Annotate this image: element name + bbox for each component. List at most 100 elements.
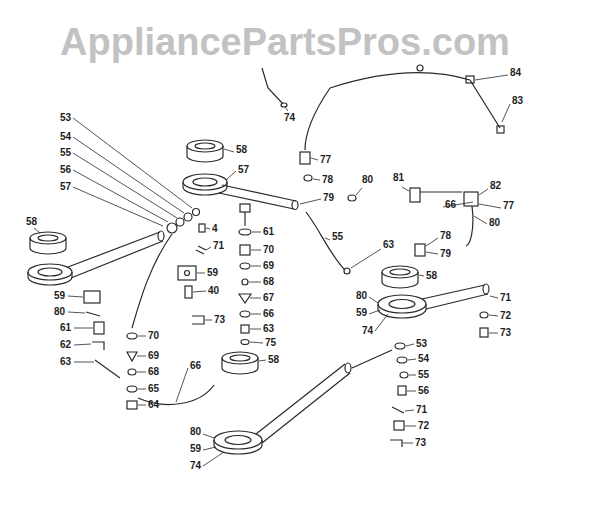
drawn-part bbox=[184, 213, 192, 221]
callout-number: 73 bbox=[214, 314, 225, 326]
callout-number: 53 bbox=[416, 338, 427, 350]
drawn-part bbox=[395, 343, 405, 349]
callout-number: 84 bbox=[510, 67, 521, 79]
callout-number: 82 bbox=[490, 180, 501, 192]
drawn-part bbox=[262, 68, 283, 104]
callout-number: 54 bbox=[418, 353, 429, 365]
callout-number: 55 bbox=[332, 231, 343, 243]
drawn-part bbox=[222, 352, 258, 364]
leader-line bbox=[325, 238, 381, 268]
callout-number: 66 bbox=[190, 360, 201, 372]
callout-number: 70 bbox=[263, 244, 274, 256]
drawn-part bbox=[219, 185, 296, 209]
callout-number: 59 bbox=[54, 290, 65, 302]
callout-number: 68 bbox=[263, 276, 274, 288]
drawn-part bbox=[128, 369, 136, 375]
callout-number: 74 bbox=[190, 460, 201, 472]
callout-number: 78 bbox=[440, 230, 451, 242]
callout-number: 77 bbox=[503, 200, 514, 212]
leader-line bbox=[259, 360, 266, 361]
callout-number: 83 bbox=[512, 95, 523, 107]
drawn-part bbox=[392, 407, 404, 413]
watermark: AppliancePartsPros.com bbox=[60, 20, 510, 64]
callout-number: 57 bbox=[60, 181, 71, 193]
drawn-part bbox=[28, 272, 72, 285]
drawn-part bbox=[38, 268, 62, 276]
callout-number: 68 bbox=[148, 366, 159, 378]
drawn-part bbox=[28, 264, 72, 280]
drawn-part bbox=[95, 360, 120, 378]
leader-line bbox=[489, 296, 498, 333]
callout-number: 73 bbox=[415, 437, 426, 449]
drawn-part bbox=[378, 295, 426, 313]
drawn-part bbox=[352, 350, 392, 368]
drawn-part bbox=[196, 246, 206, 254]
drawn-part bbox=[483, 284, 489, 294]
leader-line bbox=[203, 434, 224, 466]
small-parts bbox=[84, 152, 488, 447]
drawn-part bbox=[92, 342, 104, 350]
callout-number: 79 bbox=[323, 192, 334, 204]
drawn-part bbox=[410, 188, 420, 202]
callout-number: 81 bbox=[393, 172, 404, 184]
drawn-part bbox=[389, 300, 415, 309]
drawn-part bbox=[397, 357, 407, 363]
drawn-part bbox=[185, 271, 190, 276]
callout-number: 71 bbox=[213, 240, 224, 252]
drawn-part bbox=[222, 358, 258, 374]
callout-number: 58 bbox=[26, 216, 37, 228]
drawn-part bbox=[292, 201, 298, 210]
drawn-part bbox=[132, 234, 172, 328]
drawn-part bbox=[30, 238, 66, 254]
leader-line bbox=[356, 187, 409, 195]
drawn-part bbox=[158, 231, 164, 241]
drawn-part bbox=[390, 269, 410, 275]
callout-number: 54 bbox=[60, 131, 71, 143]
leader-line bbox=[475, 75, 510, 122]
drawn-part bbox=[244, 212, 245, 226]
callout-number: 59 bbox=[207, 267, 218, 279]
drawn-part bbox=[86, 312, 100, 316]
drawn-part bbox=[127, 386, 137, 392]
callout-number: 80 bbox=[489, 217, 500, 229]
leader-line bbox=[224, 149, 236, 180]
callout-number: 63 bbox=[263, 323, 274, 335]
drawn-part bbox=[378, 304, 426, 318]
callout-number: 69 bbox=[263, 260, 274, 272]
drawn-part bbox=[300, 152, 310, 164]
leader-line bbox=[249, 232, 263, 343]
leader-line bbox=[193, 273, 212, 320]
drawn-part bbox=[187, 146, 223, 162]
drawn-part bbox=[240, 263, 250, 269]
drawn-part bbox=[183, 174, 227, 190]
drawn-part bbox=[330, 73, 500, 128]
drawn-part bbox=[480, 312, 488, 318]
callout-number: 58 bbox=[426, 270, 437, 282]
drawn-part bbox=[127, 352, 137, 361]
drawn-part bbox=[187, 140, 223, 152]
callout-number: 74 bbox=[284, 112, 295, 124]
drawn-part bbox=[239, 294, 251, 303]
callout-number: 72 bbox=[500, 310, 511, 322]
top-burner bbox=[183, 140, 298, 210]
drawn-part bbox=[345, 363, 351, 373]
drawn-part bbox=[304, 175, 312, 181]
callout-number: 63 bbox=[383, 239, 394, 251]
callout-number: 55 bbox=[60, 147, 71, 159]
drawn-part bbox=[239, 229, 251, 235]
callout-number: 79 bbox=[440, 248, 451, 260]
drawn-part bbox=[38, 235, 58, 241]
drawn-part bbox=[464, 192, 478, 206]
drawn-part bbox=[176, 218, 184, 226]
callout-number: 61 bbox=[60, 322, 71, 334]
callout-number: 77 bbox=[320, 154, 331, 166]
leader-line bbox=[137, 336, 146, 405]
drawn-part bbox=[394, 421, 404, 430]
drawn-part bbox=[167, 223, 177, 233]
callout-number: 56 bbox=[418, 385, 429, 397]
drawn-part bbox=[400, 372, 408, 378]
callout-number: 4 bbox=[212, 223, 218, 235]
drawn-part bbox=[420, 191, 462, 192]
